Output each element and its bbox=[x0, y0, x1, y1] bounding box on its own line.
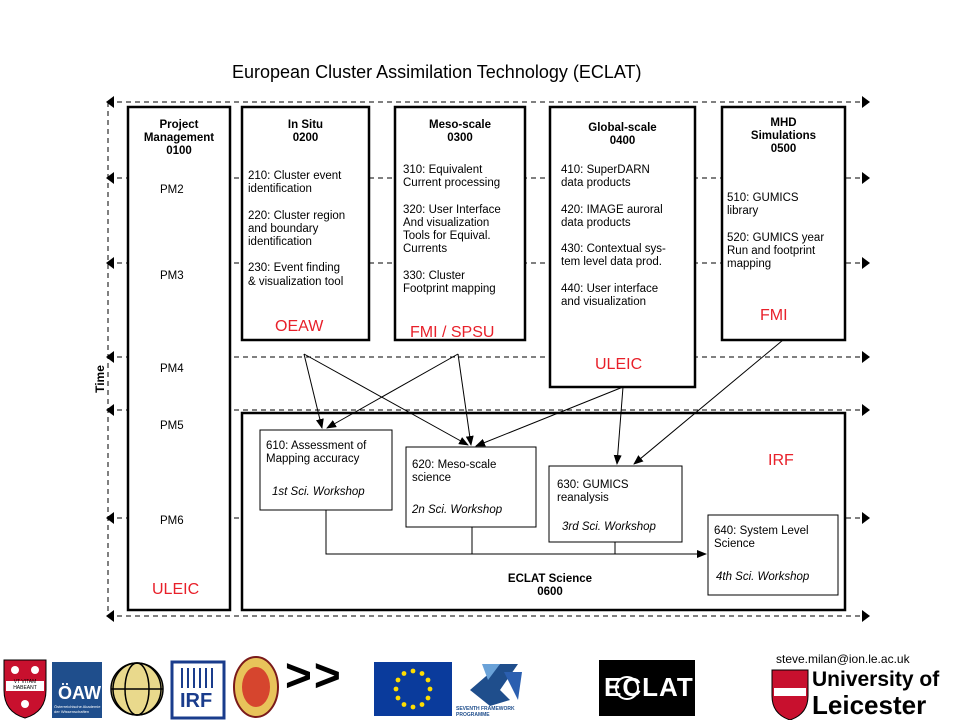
milestone-pm2: PM2 bbox=[160, 184, 184, 196]
spsu-logo bbox=[110, 662, 164, 716]
mhd-header: MHD Simulations 0500 bbox=[750, 117, 817, 155]
item-610-text: 610: Assessment of Mapping accuracy bbox=[266, 440, 367, 466]
fp7-logo-text: SEVENTH FRAMEWORK PROGRAMME bbox=[456, 706, 515, 718]
eclat-logo bbox=[599, 660, 695, 716]
oaw-logo-subtext: Österreichische Akademie der Wissenschaf… bbox=[54, 704, 101, 714]
oaw-logo-text: ÖAW bbox=[58, 683, 101, 703]
crest-motto-text: VT VITAM HABEANT bbox=[13, 679, 37, 691]
frame-arrows bbox=[106, 96, 870, 622]
oaw-logo bbox=[52, 662, 102, 718]
mhd-body: 510: GUMICS library 520: GUMICS year Run… bbox=[727, 192, 825, 271]
contact-email[interactable]: steve.milan@ion.le.ac.uk bbox=[776, 652, 910, 666]
mhd-org: FMI bbox=[760, 307, 788, 324]
leicester-line2: Leicester bbox=[812, 690, 927, 720]
item-610-workshop: 1st Sci. Workshop bbox=[272, 486, 365, 498]
insitu-body: 210: Cluster event identification 220: C… bbox=[248, 170, 346, 288]
university-seal-logo bbox=[233, 656, 279, 718]
fp7-logo bbox=[470, 664, 522, 706]
irf-logo-text: IRF bbox=[180, 690, 213, 712]
milestone-pm4: PM4 bbox=[160, 363, 184, 375]
science-header: ECLAT Science 0600 bbox=[507, 573, 593, 598]
science-org: IRF bbox=[768, 452, 794, 469]
meso-body: 310: Equivalent Current processing 320: … bbox=[403, 164, 501, 295]
insitu-header: In Situ 0200 bbox=[287, 119, 324, 144]
item-640-workshop: 4th Sci. Workshop bbox=[716, 571, 810, 583]
item-640-text: 640: System Level Science bbox=[714, 525, 809, 551]
pm-org: ULEIC bbox=[152, 581, 200, 598]
pm-header: Project Management 0100 bbox=[143, 119, 215, 157]
item-620-text: 620: Meso-scale science bbox=[412, 459, 497, 485]
global-org: ULEIC bbox=[595, 356, 643, 373]
leicester-line1: University of bbox=[812, 668, 940, 691]
global-body: 410: SuperDARN data products 420: IMAGE … bbox=[561, 164, 666, 309]
item-620-workshop: 2n Sci. Workshop bbox=[412, 504, 503, 516]
milestone-pm3: PM3 bbox=[160, 270, 184, 282]
insitu-org: OEAW bbox=[275, 318, 324, 335]
item-630-text: 630: GUMICS reanalysis bbox=[557, 479, 629, 505]
milestone-pm6: PM6 bbox=[160, 515, 184, 527]
eu-flag-logo bbox=[374, 662, 452, 716]
global-header: Global-scale 0400 bbox=[588, 122, 657, 147]
arrows-glyph: >> bbox=[285, 649, 343, 701]
leicester-crest-logo bbox=[771, 669, 809, 720]
meso-header: Meso-scale 0300 bbox=[428, 119, 491, 144]
irf-logo bbox=[170, 660, 226, 720]
diagram-title: European Cluster Assimilation Technology… bbox=[232, 62, 642, 82]
eclat-logo-text: ECLAT bbox=[604, 672, 694, 702]
ulster-crest-logo bbox=[3, 659, 47, 719]
meso-org: FMI / SPSU bbox=[410, 324, 495, 341]
milestone-pm5: PM5 bbox=[160, 420, 184, 432]
item-630-workshop: 3rd Sci. Workshop bbox=[562, 521, 656, 533]
